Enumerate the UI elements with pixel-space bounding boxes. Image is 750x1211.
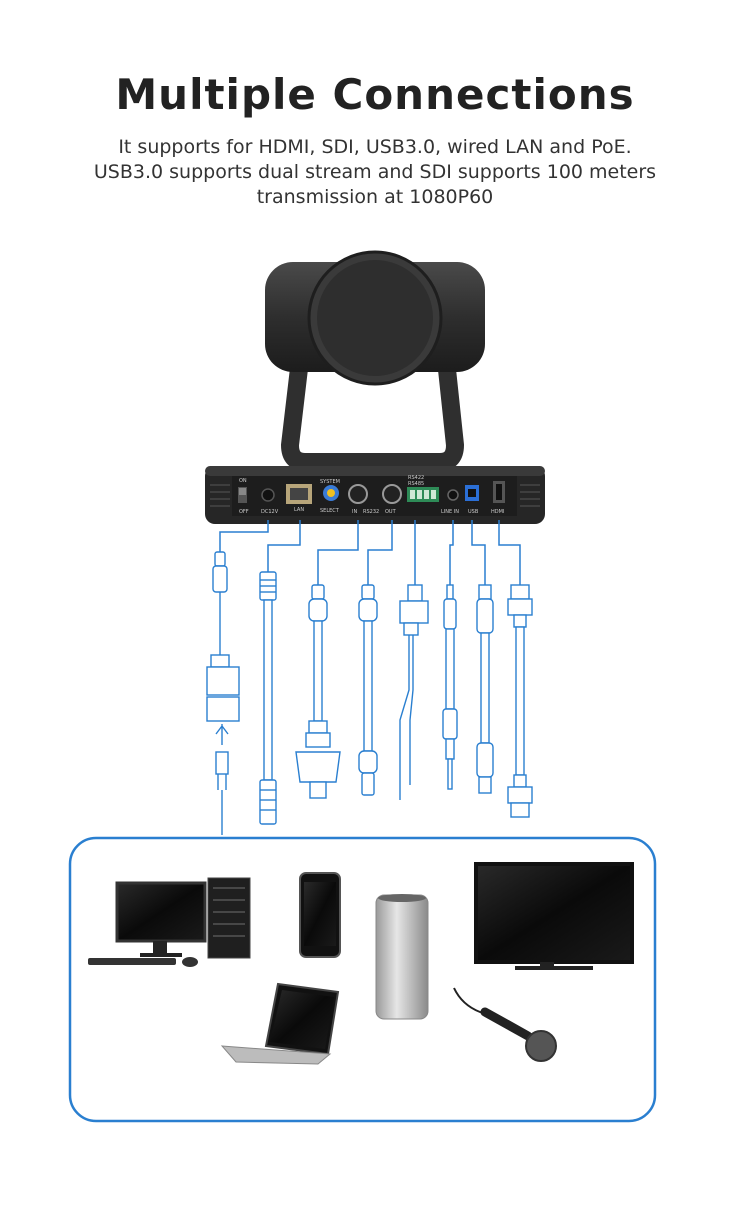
label-rs232-in: IN [352, 509, 357, 515]
rs232-db9-cable-icon [295, 584, 341, 799]
cables [206, 551, 533, 835]
label-lan: LAN [294, 507, 304, 513]
label-system: SYSTEM [320, 479, 340, 485]
lan-cable-icon [259, 571, 277, 825]
subtitle-line-1: It supports for HDMI, SDI, USB3.0, wired… [118, 136, 632, 158]
label-dc12v: DC12V [261, 509, 279, 515]
label-rs485: RS485 [408, 481, 424, 487]
usb-cable-icon [476, 584, 494, 794]
power-cable-icon [206, 551, 240, 835]
page-subtitle: It supports for HDMI, SDI, USB3.0, wired… [40, 135, 710, 210]
ptz-camera-icon: ON OFF DC12V LAN SYSTEM SELECT IN RS232 … [205, 250, 545, 524]
speaker-icon [375, 894, 429, 1020]
label-on: ON [239, 478, 247, 484]
page-title: Multiple Connections [115, 70, 635, 119]
label-rs422: RS422 [408, 475, 424, 481]
audio-cable-icon [442, 584, 458, 790]
desktop-pc-icon [88, 877, 251, 967]
label-hdmi: HDMI [491, 509, 504, 515]
hdmi-cable-icon [507, 584, 533, 818]
label-select: SELECT [320, 508, 340, 514]
microphone-icon [453, 987, 557, 1062]
rs485-cable-icon [399, 584, 429, 800]
rs232-cable-icon [358, 584, 378, 796]
label-line-in: LINE IN [441, 509, 459, 515]
label-usb: USB [468, 509, 479, 515]
label-rs232-out: OUT [385, 509, 397, 515]
laptop-icon [220, 982, 340, 1065]
smartphone-icon [299, 872, 341, 958]
subtitle-line-2: USB3.0 supports dual stream and SDI supp… [93, 161, 657, 183]
label-rs232: RS232 [363, 509, 379, 515]
monitor-tv-icon [474, 862, 634, 970]
connector-lines [219, 520, 521, 585]
subtitle-line-3: transmission at 1080P60 [256, 186, 494, 208]
label-off: OFF [239, 509, 249, 515]
